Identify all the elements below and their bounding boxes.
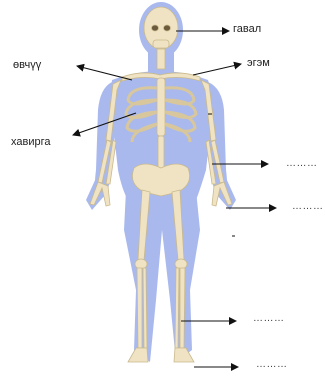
skeleton xyxy=(90,7,232,362)
arrow-scapula xyxy=(193,64,241,75)
sternum xyxy=(157,78,165,136)
label-skull: гавал xyxy=(233,24,261,35)
answer-blank-3: ……… xyxy=(253,314,285,324)
label-collarbone: өвчүү xyxy=(13,60,41,71)
answer-blank-1: ……… xyxy=(286,159,318,169)
neck xyxy=(157,49,165,69)
spine xyxy=(158,136,164,170)
answer-blank-4: ……… xyxy=(256,360,288,370)
label-ribs: хавирга xyxy=(11,137,51,148)
answer-blank-2: ……… xyxy=(292,202,324,212)
label-scapula: эгэм xyxy=(247,58,270,69)
arrow-collarbone xyxy=(77,66,132,80)
